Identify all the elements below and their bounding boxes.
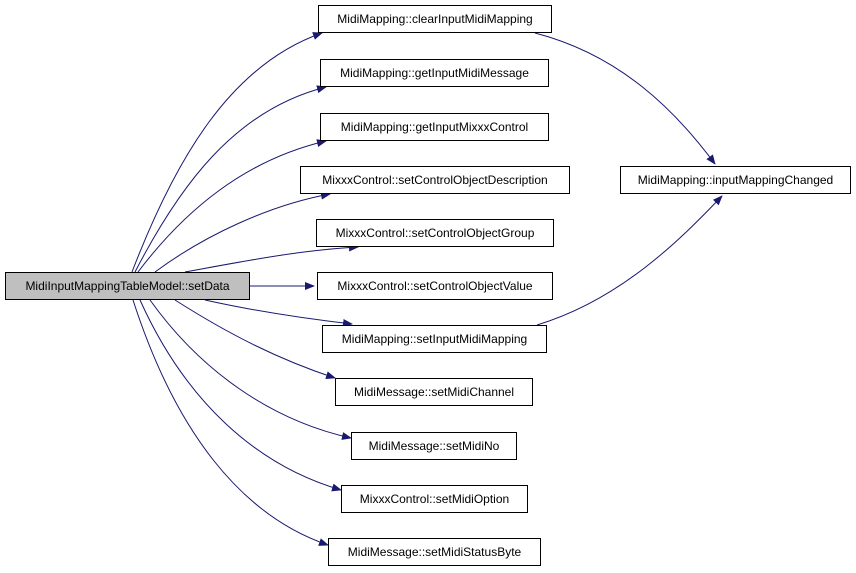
node-set-control-object-value[interactable]: MixxxControl::setControlObjectValue [317, 272, 553, 300]
node-set-midi-channel[interactable]: MidiMessage::setMidiChannel [335, 378, 533, 406]
node-root[interactable]: MidiInputMappingTableModel::setData [5, 272, 250, 300]
edge-root-to-n_getctl [137, 139, 327, 273]
edge-root-to-n_clear [131, 32, 323, 273]
node-set-control-object-group[interactable]: MixxxControl::setControlObjectGroup [316, 219, 554, 247]
edge-root-to-n_chan [174, 299, 336, 380]
edge-root-to-n_status [132, 299, 329, 546]
node-set-control-object-description[interactable]: MixxxControl::setControlObjectDescriptio… [300, 166, 570, 194]
node-input-mapping-changed[interactable]: MidiMapping::inputMappingChanged [620, 166, 851, 194]
node-set-input-midi-mapping[interactable]: MidiMapping::setInputMidiMapping [322, 325, 547, 353]
node-set-midi-status-byte[interactable]: MidiMessage::setMidiStatusByte [328, 538, 541, 566]
edge-root-to-n_desc [154, 191, 331, 273]
edge-root-to-n_opt [139, 299, 342, 492]
node-get-input-mixxx-control[interactable]: MidiMapping::getInputMixxxControl [320, 113, 549, 141]
edge-root-to-n_setmap [204, 299, 353, 327]
edge-root-to-n_getmsg [134, 85, 327, 273]
edge-n_setmap-to-n_changed [536, 195, 723, 326]
node-clear-input-midi-mapping[interactable]: MidiMapping::clearInputMidiMapping [318, 5, 552, 33]
node-get-input-midi-message[interactable]: MidiMapping::getInputMidiMessage [320, 59, 549, 87]
node-set-midi-no[interactable]: MidiMessage::setMidiNo [351, 432, 517, 460]
edge-root-to-n_no [149, 299, 352, 440]
edge-n_clear-to-n_changed [534, 32, 716, 165]
node-set-midi-option[interactable]: MixxxControl::setMidiOption [341, 485, 528, 513]
edge-root-to-n_group [184, 243, 359, 273]
